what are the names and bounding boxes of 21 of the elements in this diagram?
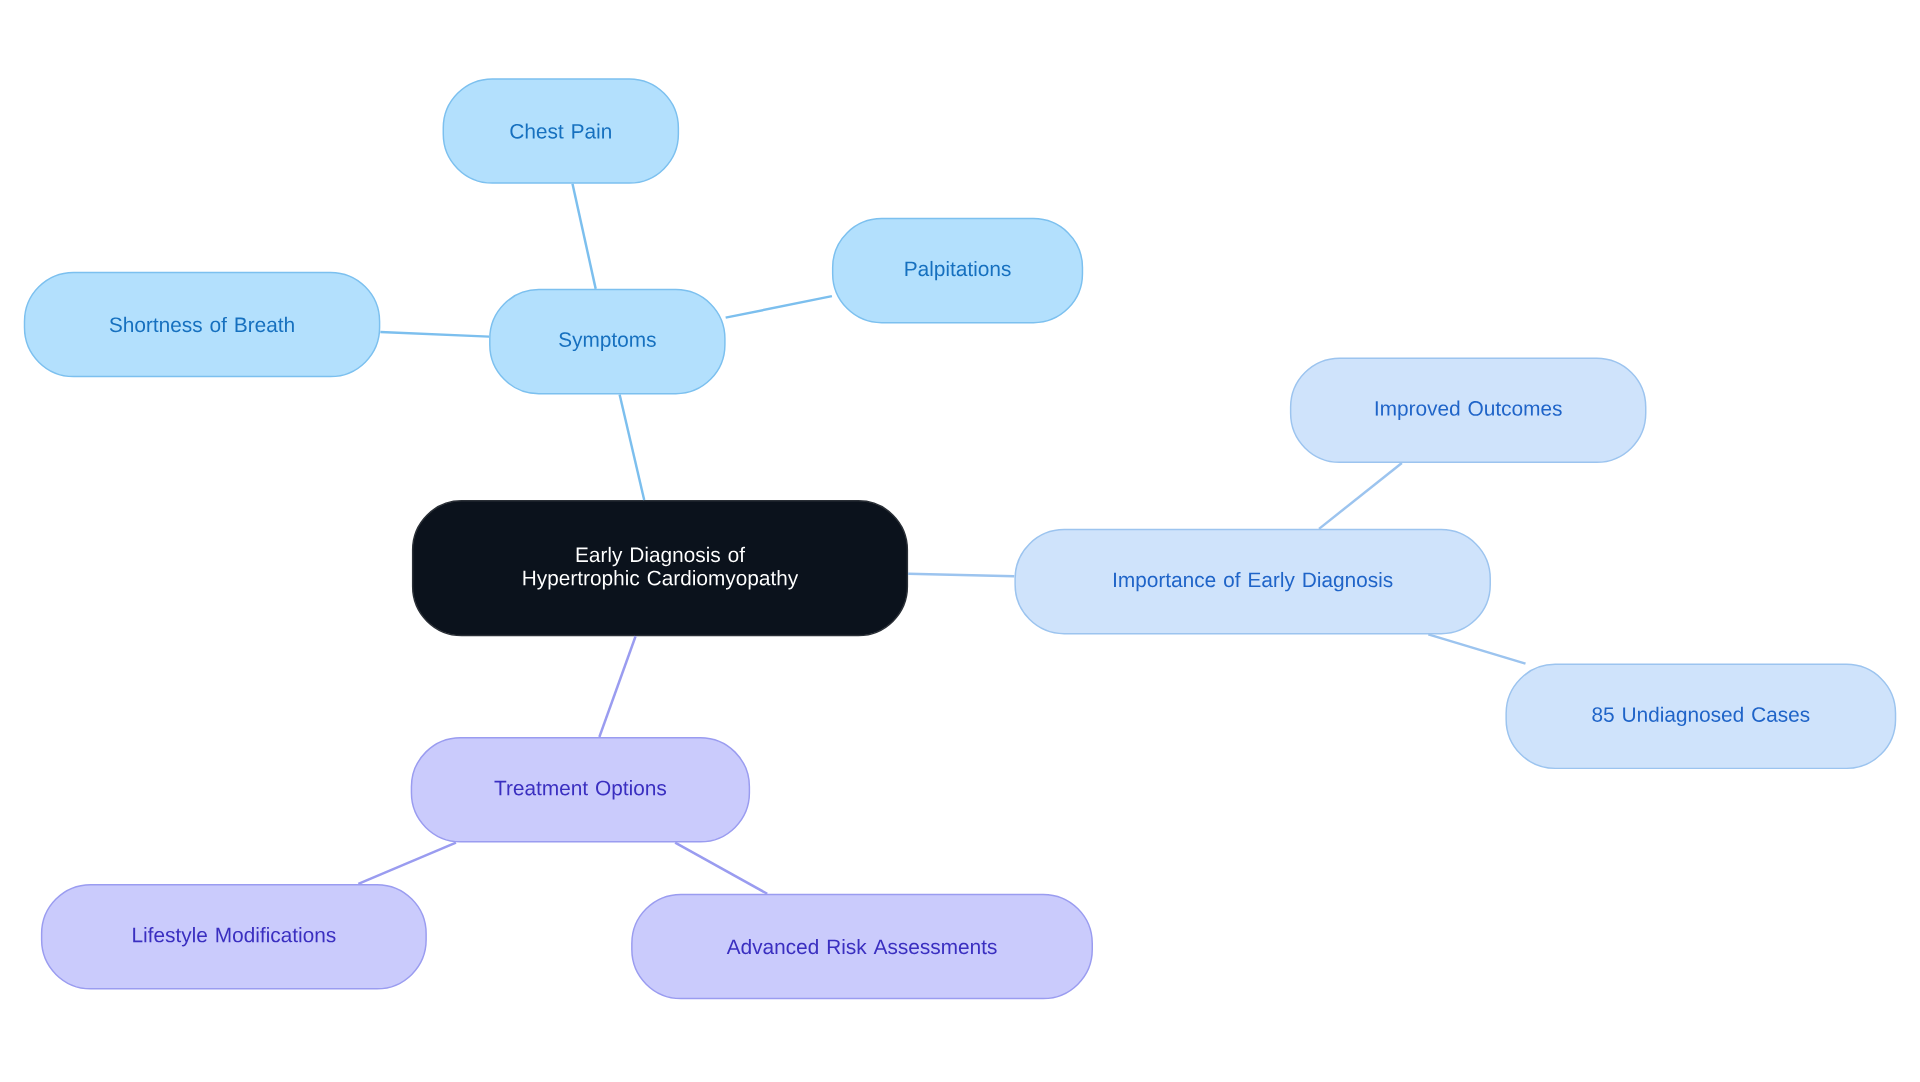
- subtopic-box: Improved Outcomes: [1289, 357, 1647, 463]
- connector-line: [725, 294, 833, 319]
- subtopic-box: Treatment Options: [410, 736, 751, 843]
- subtopic-box: Shortness of Breath: [23, 271, 381, 378]
- subtopic-box: 85 Undiagnosed Cases: [1505, 663, 1897, 769]
- topic-box: Early Diagnosis of Hypertrophic Cardiomyopathy: [411, 499, 909, 637]
- subtopic-box: Chest Pain: [442, 78, 680, 184]
- subtopic-box: Palpitations: [831, 217, 1084, 324]
- connector-line: [598, 635, 637, 738]
- connector-line: [908, 572, 1015, 578]
- connector-line: [618, 393, 646, 501]
- subtopic-box: Lifestyle Modifications: [40, 883, 427, 990]
- connector-line: [1427, 633, 1526, 665]
- connector-line: [571, 183, 597, 289]
- connector-line: [674, 841, 768, 895]
- connector-line: [1318, 461, 1403, 530]
- connector-line: [380, 330, 490, 338]
- connector-line: [357, 841, 457, 885]
- subtopic-box: Importance of Early Diagnosis: [1014, 528, 1491, 635]
- subtopic-box: Advanced Risk Assessments: [631, 893, 1093, 1000]
- subtopic-box: Symptoms: [489, 288, 726, 395]
